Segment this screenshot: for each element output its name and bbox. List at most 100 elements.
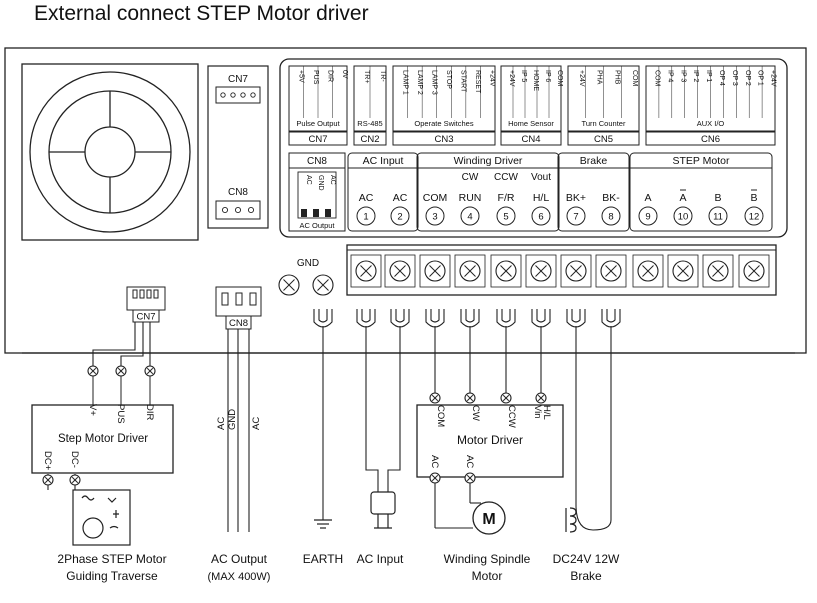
header-label: CN4	[521, 134, 540, 145]
screw-housing	[419, 254, 451, 288]
pin-label: LAMP 3	[430, 70, 437, 95]
pin-label: LAMP 1	[401, 70, 408, 95]
pin-label: +5V	[297, 70, 304, 83]
screw-housing	[490, 254, 522, 288]
terminal-label: AC	[359, 192, 374, 204]
motor-driver-title: Motor Driver	[457, 433, 523, 447]
motor-symbol-label: M	[482, 511, 495, 528]
cn8-block-sublabel: AC Output	[299, 221, 335, 230]
pin-label: OP 4	[718, 70, 725, 86]
motor-driver-input-label: CCW	[506, 405, 517, 428]
motor-driver-input-label: CW	[470, 405, 481, 421]
header-sublabel: Turn Counter	[582, 119, 626, 128]
screw-housing	[738, 254, 770, 288]
screw-housing	[595, 254, 627, 288]
cn7-cn8-panel: CN7 CN8	[207, 65, 269, 229]
pin-label: PHB	[613, 70, 620, 85]
pin-label: COM	[631, 70, 638, 87]
pin-label: +24V	[489, 70, 496, 87]
terminal-7: BK+7	[566, 192, 586, 226]
cn8-pin-label: GND	[317, 175, 324, 191]
terminal-number: 12	[749, 212, 760, 223]
pin-label: OP 3	[731, 70, 738, 86]
pin-label: COM	[653, 70, 660, 87]
pin-label: +24V	[770, 70, 777, 87]
header-label: CN2	[360, 134, 379, 145]
screw-housing	[350, 254, 382, 288]
fork-lug	[566, 309, 586, 334]
pin-label: PUS	[312, 70, 319, 85]
motor-driver-input-screw	[500, 392, 512, 404]
pin-label: IP 3	[679, 70, 686, 82]
cn8-wire-label: AC	[216, 417, 227, 430]
ac-plug	[370, 491, 396, 529]
terminal-number-circle	[390, 206, 410, 226]
driver-input-screw	[87, 365, 99, 377]
terminal-number-circle	[496, 206, 516, 226]
terminal-screw	[424, 260, 446, 282]
cn7-socket	[215, 86, 261, 104]
terminal-number-circle	[744, 206, 764, 226]
fork-lug	[531, 309, 551, 334]
terminal-label: B	[714, 192, 721, 204]
cn8-block-label: CN8	[307, 156, 327, 167]
pin-label: PHA	[596, 70, 603, 85]
terminal-screws	[350, 254, 770, 288]
terminal-number-circle	[708, 206, 728, 226]
screw-housing	[454, 254, 486, 288]
terminal-screw	[389, 260, 411, 282]
terminal-number: 8	[608, 212, 613, 223]
terminal-number-circle	[356, 206, 376, 226]
terminal-8: BK-8	[601, 192, 621, 226]
fork-lug	[496, 309, 516, 334]
terminal-2: AC2	[390, 192, 410, 226]
gnd-screw	[278, 274, 300, 296]
terminal-top-label: Vout	[531, 172, 551, 183]
fork-lug	[313, 309, 333, 334]
pin-label: IP 5	[520, 70, 527, 82]
cn8-pin	[325, 209, 331, 217]
terminal-number-circle	[460, 206, 480, 226]
terminal-screw	[600, 260, 622, 282]
cn8-wire-label: GND	[227, 409, 238, 430]
caption-line1: AC Output	[211, 552, 268, 566]
terminal-number: 11	[713, 212, 723, 223]
terminal-number: 7	[573, 212, 578, 223]
terminal-number: 9	[645, 212, 650, 223]
step-motor	[72, 489, 131, 546]
terminal-labels: AC1AC2COM3CWRUN4CCWF/R5VoutH/L6BK+7BK-8A…	[356, 172, 764, 226]
terminal-number: 5	[503, 212, 508, 223]
pin-label: IP 1	[705, 70, 712, 82]
terminal-screw	[459, 260, 481, 282]
pin-label: IP 6	[544, 70, 551, 82]
cn7-plug: CN7	[126, 286, 166, 323]
pin-label: TR+	[363, 70, 370, 83]
terminal-number: 2	[397, 212, 402, 223]
terminal-label: COM	[423, 192, 448, 204]
ground-screws: GND	[278, 258, 334, 296]
terminal-group-1: Winding Driver	[416, 152, 560, 232]
pin-label: START	[460, 70, 467, 93]
pin-label: IP 2	[692, 70, 699, 82]
pin-label: OP 1	[757, 70, 764, 86]
caption-line2: Motor	[472, 569, 503, 583]
header-sublabel: RS-485	[357, 119, 382, 128]
terminal-screw	[707, 260, 729, 282]
cn8-pin	[313, 209, 319, 217]
motor-driver-ac-screw	[464, 472, 476, 484]
pin-label: RESET	[474, 70, 481, 94]
motor-driver-ac-label: AC	[429, 455, 440, 468]
terminal-screw	[672, 260, 694, 282]
screw-housing	[525, 254, 557, 288]
header-label: CN7	[308, 134, 327, 145]
terminal-group-0: AC Input	[347, 152, 419, 232]
terminal-screw	[743, 260, 765, 282]
brake-coil-icon	[565, 507, 577, 533]
